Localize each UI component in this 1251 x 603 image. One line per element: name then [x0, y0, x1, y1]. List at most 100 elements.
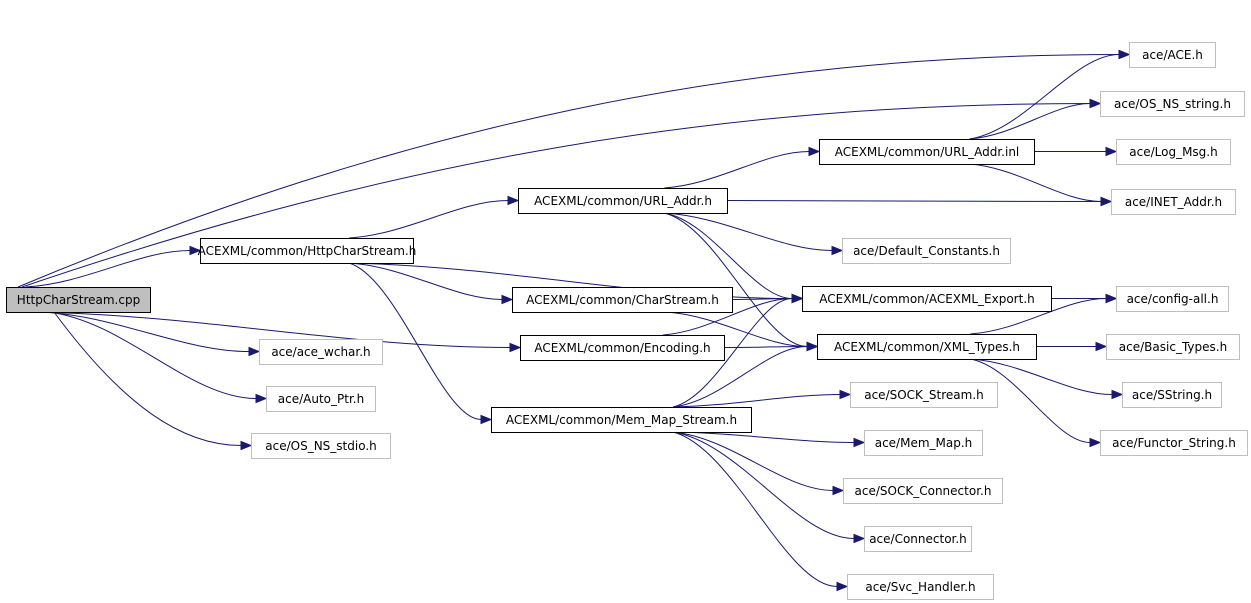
node-label: ace/SOCK_Stream.h — [864, 388, 984, 402]
edge-memmap_h-to-sock_stream — [672, 389, 852, 408]
arrowhead-icon — [1089, 98, 1102, 109]
edge-line — [969, 103, 1091, 140]
edge-root-to-encoding_h — [35, 311, 522, 353]
edge-httpcs_h-to-memmap_h — [348, 262, 493, 425]
edge-line — [662, 298, 793, 336]
edge-line — [41, 311, 250, 352]
node-basic-types[interactable]: ace/Basic_Types.h — [1106, 334, 1240, 360]
node-url-addr-h[interactable]: ACEXML/common/URL_Addr.h — [518, 188, 728, 214]
edge-line — [664, 212, 808, 347]
arrowhead-icon — [509, 342, 522, 353]
edge-line — [665, 311, 808, 347]
node-label: ACEXML/common/ACEXML_Export.h — [819, 292, 1035, 306]
edge-url_addr_inl-to-os_ns_string — [969, 98, 1102, 140]
node-charstream-h[interactable]: ACEXML/common/CharStream.h — [512, 287, 733, 313]
node-ace-wchar[interactable]: ace/ace_wchar.h — [259, 339, 383, 365]
node-export-h[interactable]: ACEXML/common/ACEXML_Export.h — [802, 286, 1052, 312]
node-os-ns-string[interactable]: ace/OS_NS_string.h — [1100, 91, 1245, 117]
edge-line — [21, 103, 1091, 288]
edge-memmap_h-to-sock_connector — [672, 431, 845, 496]
edge-root-to-auto_ptr — [47, 311, 268, 404]
node-label: ace/OS_NS_string.h — [1114, 97, 1231, 111]
node-label: ace/Svc_Handler.h — [865, 580, 975, 594]
arrowhead-icon — [501, 294, 514, 305]
node-label: ace/Functor_String.h — [1112, 436, 1236, 450]
node-sock-connector[interactable]: ace/SOCK_Connector.h — [843, 478, 1003, 504]
node-box — [864, 430, 983, 456]
node-auto-ptr[interactable]: ace/Auto_Ptr.h — [266, 386, 376, 412]
node-box — [1129, 42, 1216, 68]
node-os-ns-stdio[interactable]: ace/OS_NS_stdio.h — [251, 433, 391, 459]
node-inet-addr[interactable]: ace/INET_Addr.h — [1111, 189, 1236, 215]
node-config-all[interactable]: ace/config-all.h — [1116, 286, 1229, 312]
node-sock-stream[interactable]: ace/SOCK_Stream.h — [850, 382, 998, 408]
node-box — [1106, 334, 1240, 360]
node-svc-handler[interactable]: ace/Svc_Handler.h — [847, 574, 994, 600]
edge-url_addr_inl-to-log_msg — [1034, 146, 1118, 157]
node-url-addr-inl[interactable]: ACEXML/common/URL_Addr.inl — [819, 139, 1035, 165]
node-encoding-h[interactable]: ACEXML/common/Encoding.h — [520, 335, 725, 361]
node-box — [251, 433, 391, 459]
node-box — [520, 335, 725, 361]
edge-xmltypes_h-to-config_all — [970, 293, 1118, 335]
edge-memmap_h-to-export_h — [672, 293, 804, 408]
node-box — [6, 287, 151, 313]
edge-line — [664, 212, 833, 251]
node-sstring[interactable]: ace/SString.h — [1122, 382, 1222, 408]
arrowhead-icon — [839, 389, 852, 400]
node-label: ace/Default_Constants.h — [853, 244, 1000, 258]
edge-line — [970, 298, 1107, 335]
edge-line — [349, 262, 503, 300]
node-label: ACEXML/common/XML_Types.h — [834, 340, 1020, 354]
edge-line — [672, 346, 808, 408]
arrowhead-icon — [1089, 437, 1102, 448]
edge-url_addr_h-to-xmltypes_h — [664, 212, 819, 352]
arrowhead-icon — [240, 440, 253, 451]
edge-line — [969, 54, 1120, 140]
node-box — [259, 339, 383, 365]
edge-line — [672, 431, 838, 587]
node-label: ACEXML/common/URL_Addr.h — [534, 194, 712, 208]
node-box — [200, 238, 414, 264]
edge-root-to-httpcs_h — [25, 245, 202, 288]
node-box — [1100, 91, 1245, 117]
arrowhead-icon — [808, 146, 821, 157]
arrowhead-icon — [189, 245, 202, 256]
arrowhead-icon — [836, 581, 849, 592]
node-box — [491, 407, 752, 433]
node-mem-map[interactable]: ace/Mem_Map.h — [864, 430, 983, 456]
edge-root-to-os_ns_stdio — [53, 311, 253, 451]
node-label: ace/Log_Msg.h — [1129, 145, 1217, 159]
edge-url_addr_inl-to-inet_addr — [969, 163, 1113, 207]
node-box — [842, 238, 1011, 264]
node-box — [864, 526, 972, 552]
node-label: ACEXML/common/CharStream.h — [526, 293, 719, 307]
node-label: ace/INET_Addr.h — [1125, 195, 1222, 209]
node-functor-string[interactable]: ace/Functor_String.h — [1100, 430, 1248, 456]
edge-line — [25, 250, 191, 288]
edge-line — [47, 311, 257, 399]
node-default-constants[interactable]: ace/Default_Constants.h — [842, 238, 1011, 264]
node-xmltypes-h[interactable]: ACEXML/common/XML_Types.h — [817, 334, 1037, 360]
node-memmap-h[interactable]: ACEXML/common/Mem_Map_Stream.h — [491, 407, 752, 433]
edge-url_addr_h-to-url_addr_inl — [664, 146, 821, 189]
arrowhead-icon — [832, 485, 845, 496]
arrowhead-icon — [806, 341, 819, 352]
node-log-msg[interactable]: ace/Log_Msg.h — [1116, 139, 1231, 165]
node-label: HttpCharStream.cpp — [17, 293, 140, 307]
node-connector[interactable]: ace/Connector.h — [864, 526, 972, 552]
node-httpcs-h[interactable]: ACEXML/common/HttpCharStream.h — [198, 238, 417, 264]
node-box — [843, 478, 1003, 504]
edge-line — [349, 200, 509, 239]
edge-root-to-ace_wchar — [41, 311, 261, 357]
edge-memmap_h-to-svc_handler — [672, 431, 849, 592]
edge-url_addr_h-to-default_constants — [664, 212, 844, 256]
edges-layer — [17, 49, 1131, 592]
node-box — [512, 287, 733, 313]
node-label: ace/ace_wchar.h — [271, 345, 370, 359]
node-label: ace/Mem_Map.h — [875, 436, 973, 450]
node-label: ace/config-all.h — [1127, 292, 1219, 306]
node-label: ACEXML/common/Mem_Map_Stream.h — [506, 413, 737, 427]
node-ace-h[interactable]: ace/ACE.h — [1129, 42, 1216, 68]
